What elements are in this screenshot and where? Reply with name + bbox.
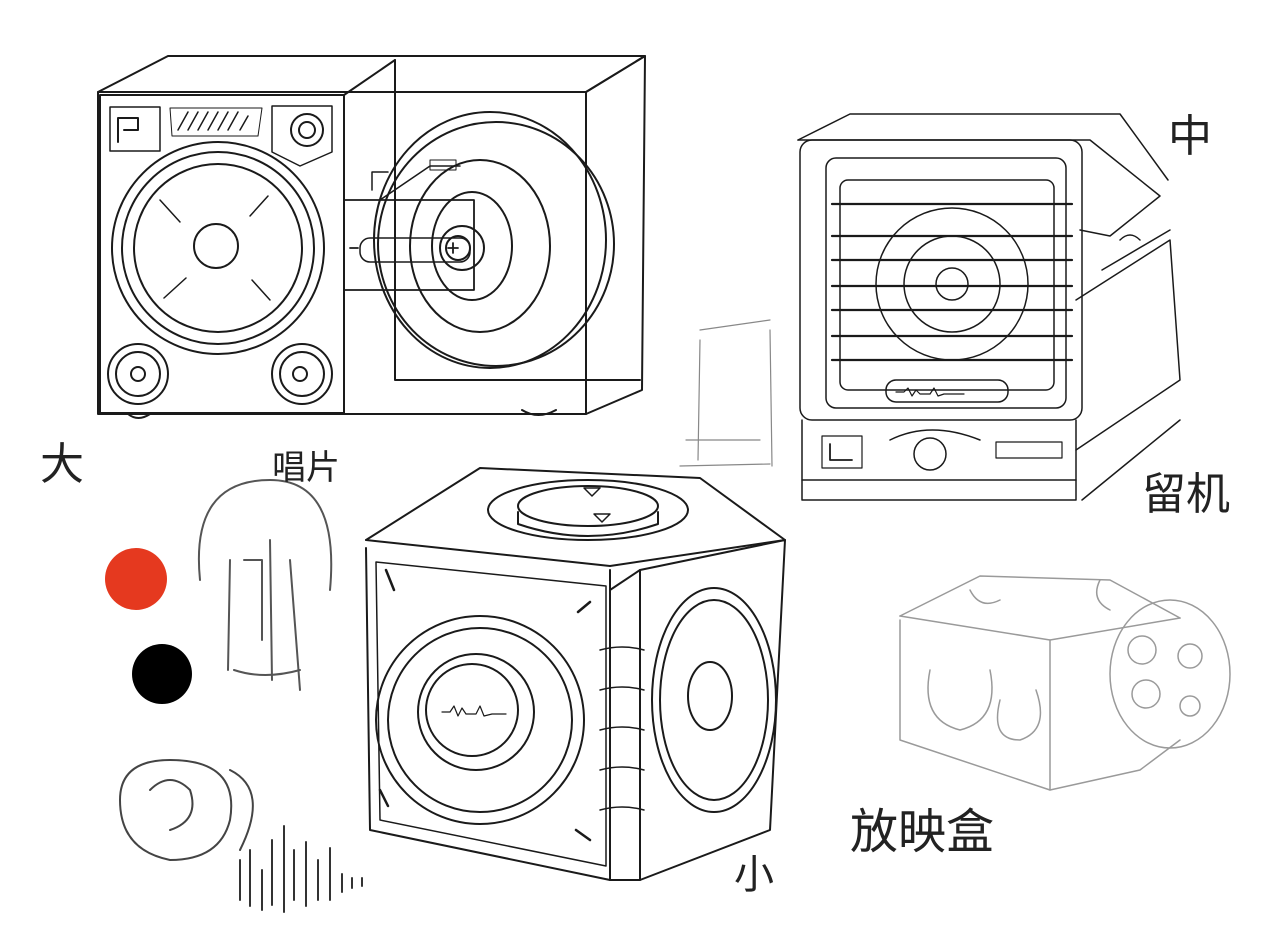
large-speaker-sketch	[97, 55, 646, 419]
label-large: 大	[40, 439, 84, 490]
label-projector-box: 放映盒	[850, 804, 995, 860]
small-speaker-sketch	[365, 467, 786, 881]
black-color-swatch	[132, 644, 192, 704]
projector-box-sketch	[899, 575, 1231, 791]
label-small: 小	[734, 852, 774, 898]
label-record: 唱片	[272, 448, 340, 488]
medium-speaker-sketch	[679, 113, 1181, 501]
label-player: 留机	[1142, 469, 1230, 520]
mushroom-doodle	[197, 479, 333, 691]
red-color-swatch	[105, 548, 167, 610]
label-medium: 中	[1168, 111, 1212, 162]
swirl-doodle	[119, 759, 254, 861]
waveform-doodle	[239, 825, 363, 913]
